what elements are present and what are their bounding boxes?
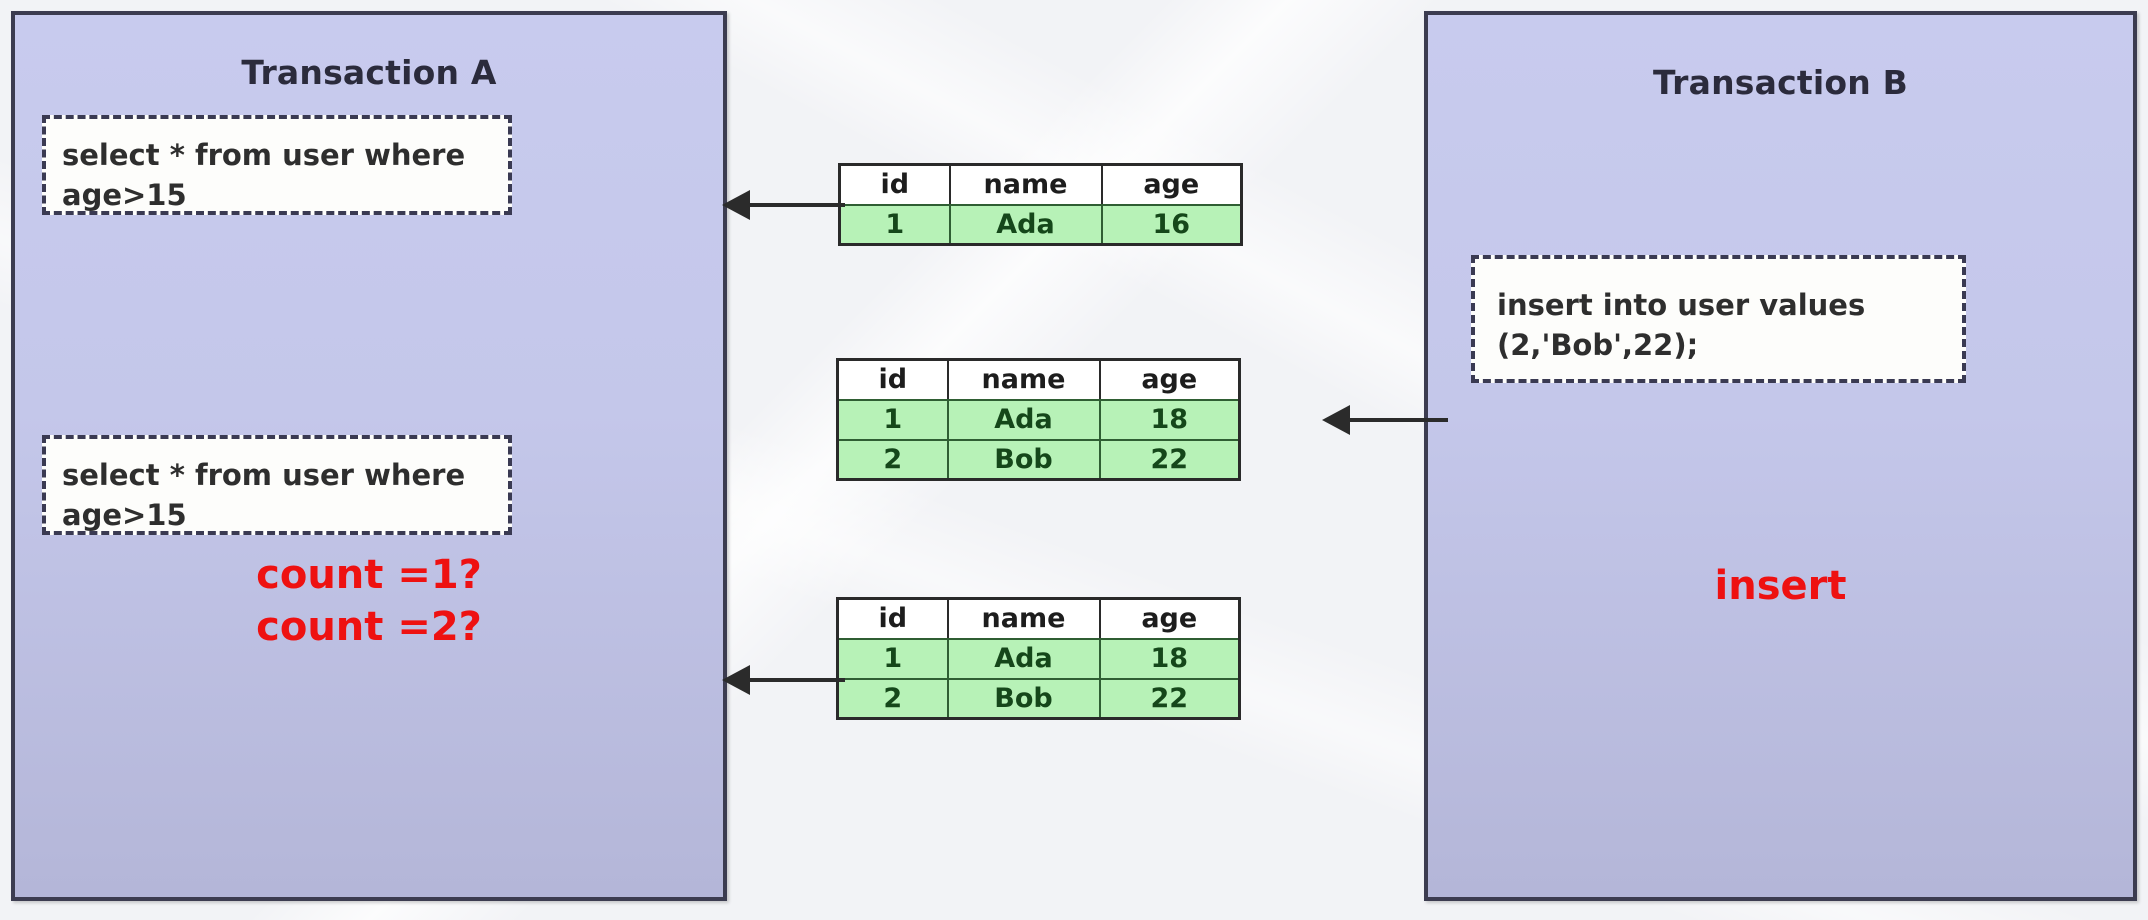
transaction-b-statement-1-line-1: insert into user values [1497, 288, 1866, 322]
table-row: 2 Bob 22 [836, 438, 1241, 481]
column-header-name: name [946, 597, 1101, 640]
cell-id: 1 [836, 637, 949, 680]
table-row: 2 Bob 22 [836, 677, 1241, 720]
cell-id: 1 [838, 203, 951, 246]
transaction-a-statement-2-box: select * from user where age>15 [42, 435, 512, 535]
column-header-age: age [1098, 597, 1241, 640]
arrow-table1-to-transaction-a [722, 190, 845, 220]
column-header-age: age [1098, 358, 1241, 401]
transaction-a-statement-1-line-2: age>15 [62, 178, 187, 213]
column-header-name: name [946, 358, 1101, 401]
cell-name: Ada [948, 203, 1103, 246]
result-table-1: id name age 1 Ada 16 [838, 163, 1243, 246]
transaction-a-statement-1-line-1: select * from user where [62, 138, 466, 172]
arrow-table3-to-transaction-a [722, 665, 845, 695]
table-row: 1 Ada 16 [838, 203, 1243, 246]
table-row: 1 Ada 18 [836, 637, 1241, 680]
cell-age: 18 [1098, 398, 1241, 441]
transaction-a-panel: Transaction A select * from user where a… [11, 11, 727, 901]
transaction-a-statement-1-box: select * from user where age>15 [42, 115, 512, 215]
transaction-a-note-line-1: count =1? [256, 552, 482, 598]
transaction-a-note-line-2: count =2? [256, 604, 482, 650]
table-header-row: id name age [838, 163, 1243, 206]
arrow-transaction-b-to-table2 [1322, 405, 1448, 435]
transaction-b-panel: Transaction B insert into user values (2… [1424, 11, 2137, 901]
cell-id: 1 [836, 398, 949, 441]
cell-name: Ada [946, 637, 1101, 680]
transaction-a-title: Transaction A [241, 53, 497, 92]
cell-name: Bob [946, 677, 1101, 720]
table-row: 1 Ada 18 [836, 398, 1241, 441]
transaction-a-note: count =1? count =2? [15, 549, 723, 653]
column-header-name: name [948, 163, 1103, 206]
transaction-b-statement-1-box: insert into user values (2,'Bob',22); [1471, 255, 1966, 383]
transaction-b-statement-1-line-2: (2,'Bob',22); [1497, 328, 1699, 363]
cell-age: 18 [1098, 637, 1241, 680]
result-table-3: id name age 1 Ada 18 2 Bob 22 [836, 597, 1241, 720]
cell-id: 2 [836, 438, 949, 481]
cell-age: 22 [1098, 677, 1241, 720]
column-header-id: id [836, 358, 949, 401]
transaction-a-statement-2-line-1: select * from user where [62, 458, 466, 492]
transaction-b-note-line-1: insert [1714, 563, 1847, 609]
cell-name: Bob [946, 438, 1101, 481]
column-header-id: id [838, 163, 951, 206]
cell-age: 22 [1098, 438, 1241, 481]
result-table-2: id name age 1 Ada 18 2 Bob 22 [836, 358, 1241, 481]
column-header-id: id [836, 597, 949, 640]
column-header-age: age [1100, 163, 1243, 206]
transaction-a-statement-2-line-2: age>15 [62, 498, 187, 533]
cell-age: 16 [1100, 203, 1243, 246]
cell-id: 2 [836, 677, 949, 720]
table-header-row: id name age [836, 597, 1241, 640]
table-header-row: id name age [836, 358, 1241, 401]
cell-name: Ada [946, 398, 1101, 441]
transaction-b-note: insert [1428, 560, 2133, 612]
transaction-b-title: Transaction B [1653, 63, 1908, 102]
